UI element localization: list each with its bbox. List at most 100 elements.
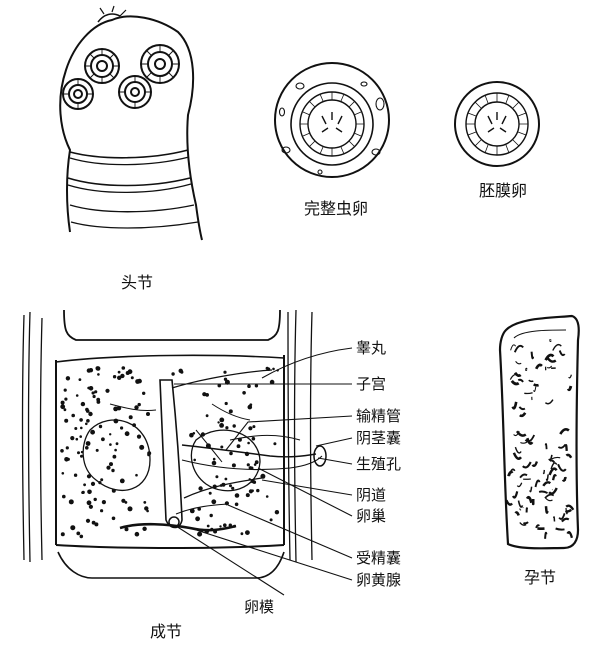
testis-dot xyxy=(232,463,236,467)
testis-dot xyxy=(229,409,233,413)
uterus-branch xyxy=(544,470,545,474)
uterus-branch xyxy=(558,464,566,471)
uterus-branch xyxy=(556,529,565,530)
testis-dot xyxy=(249,466,253,470)
label-uterus: 子宫 xyxy=(356,375,386,393)
testis-dot xyxy=(131,376,134,379)
uterus-branch xyxy=(520,509,521,510)
testis-dot xyxy=(142,392,145,395)
testis-dot xyxy=(128,369,133,374)
uterus-branch xyxy=(560,429,569,434)
testis-dot xyxy=(249,403,252,406)
testis-dot xyxy=(225,478,228,481)
testis-dot xyxy=(109,443,112,446)
uterus-branch xyxy=(546,498,553,501)
testis-dot xyxy=(125,501,128,504)
testis-dot xyxy=(76,438,79,441)
uterus-branch xyxy=(545,533,546,539)
testis-dot xyxy=(66,446,69,449)
testis-dot xyxy=(229,484,232,487)
mature-proglottid-drawing xyxy=(23,310,327,578)
testis-dot xyxy=(201,432,205,436)
embryophore-egg-caption: 胚膜卵 xyxy=(479,181,527,200)
testis-dot xyxy=(135,532,140,537)
testis-dot xyxy=(147,451,151,455)
testis-dot xyxy=(109,462,113,466)
testis-dot xyxy=(79,418,83,422)
testis-dot xyxy=(106,466,110,470)
uterus-branch xyxy=(562,519,569,522)
uterus-branch xyxy=(536,365,542,369)
testis-dot xyxy=(206,443,211,448)
testis-dot xyxy=(114,419,119,424)
testis-dot xyxy=(80,427,83,430)
testis-dot xyxy=(101,437,105,441)
uterus-branch xyxy=(553,345,562,351)
testis-dot xyxy=(193,432,196,435)
testis-dot xyxy=(87,474,91,478)
testis-dot xyxy=(241,532,244,535)
uterus-branch xyxy=(516,512,519,515)
testis-dot xyxy=(64,419,68,423)
testis-dot xyxy=(114,449,117,452)
testis-dot xyxy=(237,444,241,448)
uterus-branch xyxy=(546,444,547,449)
uterus-branch xyxy=(520,440,529,443)
testis-dot xyxy=(79,378,82,381)
testis-dot xyxy=(213,530,217,534)
uterus-branch xyxy=(512,381,519,384)
testis-dot xyxy=(247,442,250,445)
testis-dot xyxy=(202,392,206,396)
testis-dot xyxy=(210,528,213,531)
uterus-branch xyxy=(568,386,571,390)
uterus-branch xyxy=(549,488,557,494)
testis-dot xyxy=(87,368,91,372)
testis-dot xyxy=(247,463,250,466)
uterus-branch xyxy=(547,366,552,368)
label-vagina: 阴道 xyxy=(356,486,386,504)
testis-dot xyxy=(223,523,227,527)
testis-dot xyxy=(86,519,90,523)
testis-dot xyxy=(96,366,101,371)
testis-dot xyxy=(138,403,141,406)
testis-dot xyxy=(249,489,253,493)
testis-dot xyxy=(74,474,77,477)
uterus-branch xyxy=(554,517,555,522)
uterus-branch xyxy=(545,400,553,404)
testis-dot xyxy=(137,435,141,439)
testis-dot xyxy=(210,514,213,517)
uterus-branch xyxy=(565,510,571,512)
testis-dot xyxy=(80,455,83,458)
testis-dot xyxy=(85,446,89,450)
uterus-branch xyxy=(569,375,572,378)
testis-dot xyxy=(252,425,255,428)
testis-dot xyxy=(113,375,116,378)
testis-dot xyxy=(211,499,216,504)
testis-dot xyxy=(215,475,218,478)
testis-dot xyxy=(146,412,150,416)
uterus-branch xyxy=(524,393,532,394)
testis-dot xyxy=(62,472,65,475)
uterus-branch xyxy=(530,487,532,492)
uterus-branch xyxy=(525,435,534,441)
testis-dot xyxy=(91,482,95,486)
testis-dot xyxy=(99,425,102,428)
testis-dot xyxy=(245,530,250,535)
testis-dot xyxy=(71,414,75,418)
uterus-branch xyxy=(546,506,547,512)
testis-dot xyxy=(207,525,210,528)
testis-dot xyxy=(70,525,75,530)
testis-dot xyxy=(197,532,202,537)
testis-dot xyxy=(231,487,234,490)
testis-dot xyxy=(86,419,90,423)
testis-dot xyxy=(97,373,100,376)
testis-dot xyxy=(102,500,106,504)
uterus-branch xyxy=(518,380,523,382)
testis-dot xyxy=(64,398,67,401)
testis-dot xyxy=(60,449,64,453)
testis-dot xyxy=(128,506,133,511)
uterus-branch xyxy=(566,506,573,510)
uterus-branch xyxy=(552,457,561,458)
testis-dot xyxy=(120,479,125,484)
testis-dot xyxy=(252,437,256,441)
